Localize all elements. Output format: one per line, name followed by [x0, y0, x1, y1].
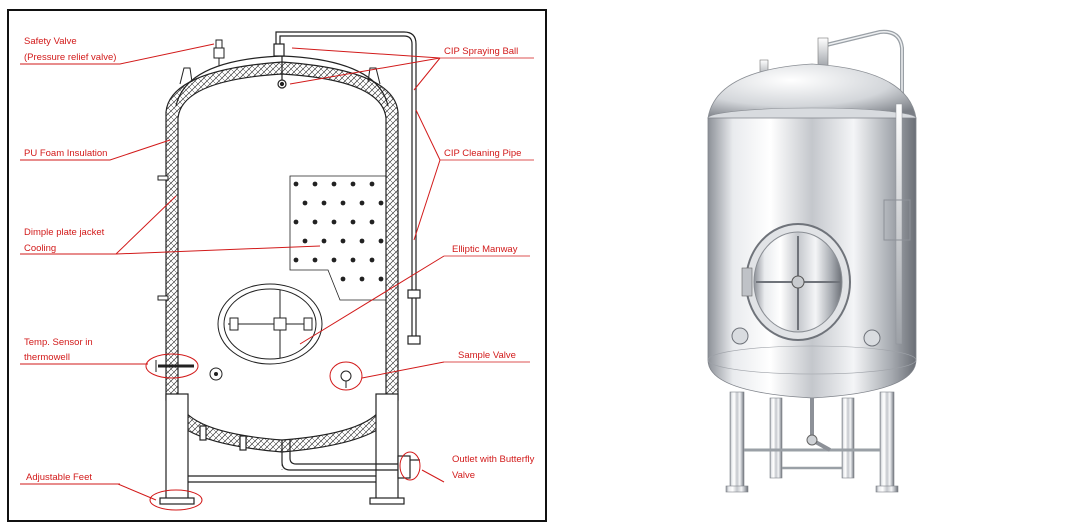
- dimple-dot: [312, 257, 318, 263]
- label-cooling: Cooling: [24, 243, 56, 254]
- dimple-dot: [350, 219, 356, 225]
- label-elliptic-manway: Elliptic Manway: [452, 244, 518, 255]
- dimple-dot: [359, 200, 365, 206]
- dimple-dot: [378, 238, 384, 244]
- dimple-dot: [302, 238, 308, 244]
- photo-manway: [741, 223, 851, 341]
- label-thermowell: thermowell: [24, 352, 70, 363]
- dimple-dot: [359, 238, 365, 244]
- label-sample-valve: Sample Valve: [458, 350, 516, 361]
- legs-and-outlet: [159, 393, 420, 505]
- label-pu-foam: PU Foam Insulation: [24, 148, 107, 159]
- dimple-dot: [340, 200, 346, 206]
- dimple-dot: [293, 181, 299, 187]
- dimple-dot: [359, 276, 365, 282]
- cip-spray-assembly: [273, 31, 421, 345]
- label-temp-sensor: Temp. Sensor in: [24, 337, 93, 348]
- lifting-lug-left: [179, 67, 193, 85]
- dimple-dot: [350, 181, 356, 187]
- label-pressure-relief: (Pressure relief valve): [24, 52, 116, 63]
- label-cip-spraying-ball: CIP Spraying Ball: [444, 46, 518, 57]
- label-outlet-butterfly: Outlet with Butterfly: [452, 454, 535, 465]
- dimple-dot: [312, 219, 318, 225]
- lifting-lug-right: [367, 67, 381, 85]
- dimple-dot: [369, 219, 375, 225]
- dimple-dot: [340, 238, 346, 244]
- technical-diagram: Safety Valve (Pressure relief valve) CIP…: [7, 9, 547, 522]
- label-valve: Valve: [452, 470, 475, 481]
- dimple-dot: [331, 257, 337, 263]
- label-adjustable-feet: Adjustable Feet: [26, 472, 92, 483]
- tank-photo: [707, 29, 917, 493]
- thermowell-part: [155, 360, 194, 372]
- dimple-dot: [340, 276, 346, 282]
- dimple-dot: [321, 238, 327, 244]
- dimple-dot: [312, 181, 318, 187]
- sample-valve-part: [340, 370, 352, 388]
- dimple-dot: [378, 200, 384, 206]
- photo-dome: [707, 63, 917, 119]
- safety-valve-part: [213, 39, 225, 66]
- label-safety-valve: Safety Valve: [24, 36, 77, 47]
- dimple-dot: [302, 200, 308, 206]
- dimple-dot: [293, 219, 299, 225]
- callout-lines: [20, 43, 445, 511]
- dimple-dot: [331, 181, 337, 187]
- label-cip-cleaning-pipe: CIP Cleaning Pipe: [444, 148, 521, 159]
- dimple-dot: [350, 257, 356, 263]
- dimple-dot: [293, 257, 299, 263]
- dimple-dot: [378, 276, 384, 282]
- manway-part: [217, 283, 323, 365]
- label-dimple-plate: Dimple plate jacket: [24, 227, 105, 238]
- dimple-dot: [321, 200, 327, 206]
- photo-legs: [725, 391, 899, 493]
- dimple-jacket: [289, 175, 387, 301]
- dimple-dot: [331, 219, 337, 225]
- inner-vessel: [177, 73, 387, 441]
- dimple-dot: [369, 181, 375, 187]
- side-jacket-pipes: [157, 175, 169, 301]
- dimple-dot: [369, 257, 375, 263]
